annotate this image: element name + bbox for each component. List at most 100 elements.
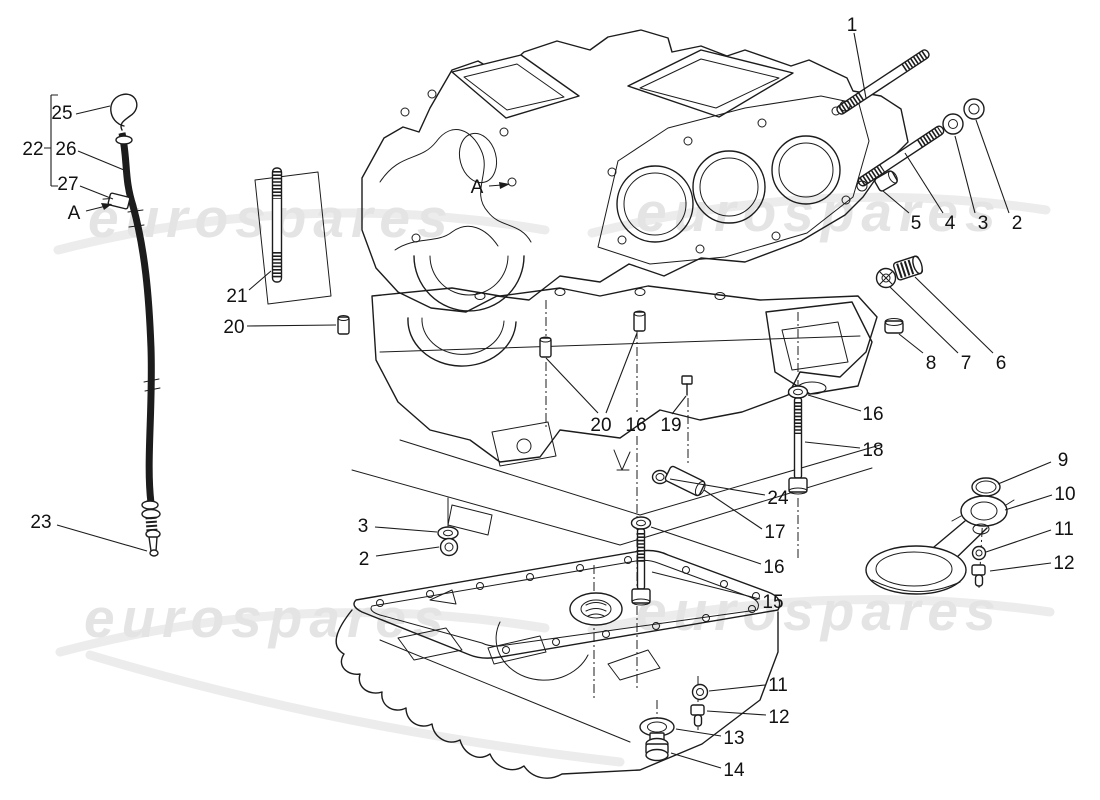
oil-pan-drawing [335, 549, 781, 779]
leader-11-right [985, 529, 1052, 553]
callout-9: 9 [1058, 450, 1069, 471]
nut-11-bottom [691, 683, 709, 701]
callout-8: 8 [926, 353, 937, 374]
front-main-bearing-outer [413, 255, 525, 312]
bracket-22 [44, 94, 58, 187]
pan-flange-outer [353, 549, 781, 659]
centerline-pickup-bolt [978, 493, 985, 589]
leader-27 [79, 185, 114, 200]
bolt-19 [681, 375, 693, 396]
pan-interior-opening [495, 621, 589, 681]
rail-hole [554, 288, 566, 296]
leader-16-right [807, 394, 862, 412]
dipstick-clip-27 [102, 192, 131, 210]
callout-11-right: 11 [1054, 519, 1074, 540]
leader-3-mid [374, 526, 438, 533]
dipstick-drawing [102, 93, 161, 557]
washer-7 [875, 267, 897, 289]
pan-flange-inner [370, 559, 759, 647]
washer-3-top [942, 113, 964, 135]
bolt-15 [631, 528, 651, 606]
plate-outline [254, 171, 332, 305]
callout-1: 1 [847, 15, 858, 36]
watermark-swoosh-bottom-left [55, 608, 550, 657]
rail-hole [714, 292, 726, 300]
watermark-swoosh-top-left [53, 208, 550, 255]
nut-2-mid [439, 537, 459, 557]
watermark-swoosh-top-right [587, 192, 1051, 238]
callout-24: 24 [767, 488, 789, 509]
leader-12-right [989, 562, 1052, 572]
callout-labels: 1 2 3 4 5 6 7 8 9 10 11 12 16 18 24 17 1… [22, 15, 1075, 781]
stud-21-assembly [254, 167, 332, 305]
callout-2-top: 2 [1012, 213, 1023, 234]
watermark-swoosh-bottom-curve [85, 650, 625, 767]
dipstick-tube-fill [120, 132, 154, 504]
washer-16-mid [630, 516, 652, 530]
callout-21: 21 [226, 286, 247, 307]
dowel-sleeve-20-center-b [633, 310, 646, 332]
callout-20-center: 20 [590, 415, 611, 436]
pan-baffle-4 [607, 649, 661, 681]
bolt-18 [788, 397, 808, 495]
arrow-a-dipstick [85, 203, 112, 212]
leader-11-bottom [708, 684, 766, 692]
timing-cover-contour [379, 129, 532, 243]
stud-1 [836, 49, 930, 115]
leader-15 [651, 571, 761, 600]
pan-baffle-2 [429, 589, 457, 605]
cover-hole [411, 233, 421, 243]
callout-11-bottom: 11 [768, 675, 788, 696]
cylinder-bore-3 [771, 135, 841, 205]
dipstick-band-26 [127, 209, 145, 228]
pan-skirt [335, 609, 779, 779]
callout-14: 14 [723, 760, 745, 781]
foot-bolt-hole [516, 438, 532, 454]
leader-24 [669, 478, 766, 496]
nut-11-right [971, 545, 987, 561]
leader-10 [1004, 494, 1053, 511]
mount-bracket [765, 301, 873, 395]
callout-6: 6 [996, 353, 1007, 374]
callout-3-top: 3 [978, 213, 989, 234]
bolt-12-bottom [690, 704, 705, 727]
leader-1 [853, 32, 867, 99]
callout-7: 7 [961, 353, 972, 374]
callout-13: 13 [723, 728, 744, 749]
callout-10: 10 [1054, 484, 1075, 505]
leader-lines [44, 32, 1053, 769]
washer-3-mid [437, 526, 459, 540]
plug-5 [874, 170, 898, 192]
callout-23: 23 [30, 512, 51, 533]
timing-cover-contour-2 [394, 225, 499, 251]
adapter-rails [351, 439, 881, 546]
plug-6 [892, 255, 924, 281]
callout-16-right: 16 [862, 404, 883, 425]
leader-18 [804, 441, 861, 449]
leader-25 [75, 105, 111, 115]
leader-19 [671, 395, 687, 415]
block-valley-inner [463, 63, 565, 111]
stud-4 [857, 125, 945, 187]
stud-boss-mid [447, 497, 493, 536]
cover-hole [507, 177, 517, 187]
engine-block-drawing [361, 29, 909, 313]
callout-25: 25 [51, 103, 72, 124]
leader-7 [889, 286, 959, 354]
callout-12-right: 12 [1053, 553, 1074, 574]
bedplate-rail-line [379, 335, 861, 353]
deck-face-gasket [597, 95, 870, 265]
callout-27: 27 [57, 174, 78, 195]
washer-16-right [787, 385, 809, 399]
oil-pickup-assembly [865, 477, 1015, 595]
callout-4: 4 [945, 213, 956, 234]
callout-18: 18 [862, 440, 883, 461]
bedplate-foot [491, 421, 557, 467]
leader-16-mid [650, 526, 762, 565]
section-marker-a-block: A [471, 177, 484, 198]
fork-bracket [613, 449, 631, 471]
block-bank-opening-inner [639, 58, 780, 109]
leader-23 [56, 524, 148, 552]
